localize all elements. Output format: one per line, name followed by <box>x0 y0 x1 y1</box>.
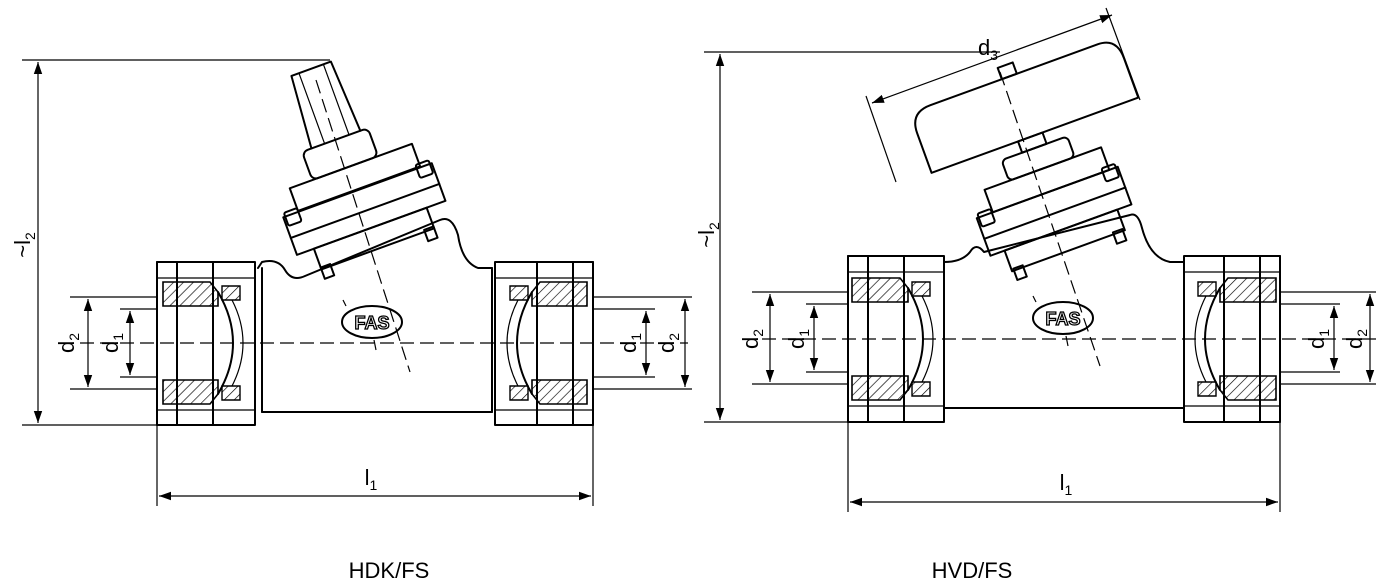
fas-logo: FAS <box>1032 295 1094 347</box>
svg-text:l1: l1 <box>365 465 378 493</box>
dim-d2-right: d2 <box>1280 291 1376 385</box>
svg-text:FAS: FAS <box>354 313 389 333</box>
l2-label: ~l <box>10 240 35 258</box>
svg-text:d2: d2 <box>1342 329 1370 349</box>
svg-text:d2: d2 <box>54 333 82 353</box>
d1-label: d <box>1304 337 1329 349</box>
d2-label: d <box>1342 337 1367 349</box>
l1-subscript: 1 <box>370 477 378 493</box>
svg-text:~l2: ~l2 <box>10 232 38 258</box>
svg-text:d1: d1 <box>616 333 644 353</box>
dim-d2-left: d2 <box>738 291 848 385</box>
svg-text:d1: d1 <box>784 329 812 349</box>
svg-text:d1: d1 <box>98 333 126 353</box>
d1-label: d <box>616 341 641 353</box>
l1-label: l <box>365 465 370 490</box>
dim-d1-right: d1 <box>593 308 655 378</box>
d2-subscript: 2 <box>666 333 682 341</box>
valve-hvd-fs: FAS d3 ~l2 d2 <box>694 7 1376 582</box>
l2-label: ~l <box>694 230 719 248</box>
d2-subscript: 2 <box>66 333 82 341</box>
d2-label: d <box>738 337 763 349</box>
d1-subscript: 1 <box>1316 329 1332 337</box>
dim-d2-right: d2 <box>593 296 692 390</box>
stem-axis-centerline <box>999 71 1101 367</box>
fas-logo: FAS <box>341 299 403 351</box>
d1-subscript: 1 <box>110 333 126 341</box>
right-coupling <box>1183 255 1281 423</box>
svg-text:d2: d2 <box>738 329 766 349</box>
caption-hdk-fs: HDK/FS <box>349 558 430 582</box>
svg-text:l1: l1 <box>1060 470 1073 498</box>
l1-label: l <box>1060 470 1065 495</box>
dim-d3: d3 <box>865 7 1141 183</box>
l2-subscript: 2 <box>706 222 722 230</box>
valve-body <box>257 218 493 413</box>
dim-d1-right: d1 <box>1280 303 1340 373</box>
dim-l2: ~l2 <box>694 51 1000 423</box>
d2-subscript: 2 <box>750 329 766 337</box>
d1-label: d <box>784 337 809 349</box>
dim-d1-left: d1 <box>784 303 848 373</box>
d1-subscript: 1 <box>796 329 812 337</box>
l2-subscript: 2 <box>22 232 38 240</box>
dim-l2: ~l2 <box>10 59 330 426</box>
d1-subscript: 1 <box>628 333 644 341</box>
stem-axis-centerline <box>315 79 411 373</box>
svg-text:d1: d1 <box>1304 329 1332 349</box>
d2-subscript: 2 <box>1354 329 1370 337</box>
svg-text:FAS: FAS <box>1045 309 1080 329</box>
svg-text:d3: d3 <box>978 35 998 63</box>
svg-text:~l2: ~l2 <box>694 222 722 248</box>
bonnet-handwheel-cap <box>282 60 447 280</box>
svg-text:d2: d2 <box>654 333 682 353</box>
d1-label: d <box>98 341 123 353</box>
d2-label: d <box>654 341 679 353</box>
d2-label: d <box>54 341 79 353</box>
d3-label: d <box>978 35 990 60</box>
dim-d1-left: d1 <box>98 308 157 378</box>
l1-subscript: 1 <box>1065 482 1073 498</box>
dim-d2-left: d2 <box>54 296 157 390</box>
valve-hdk-fs: FAS ~l2 d2 <box>10 59 692 582</box>
bonnet-handwheel <box>914 41 1140 281</box>
dim-l1: l1 <box>847 422 1281 512</box>
d3-subscript: 3 <box>990 47 998 63</box>
dim-l1: l1 <box>156 425 594 506</box>
caption-hvd-fs: HVD/FS <box>932 558 1013 582</box>
